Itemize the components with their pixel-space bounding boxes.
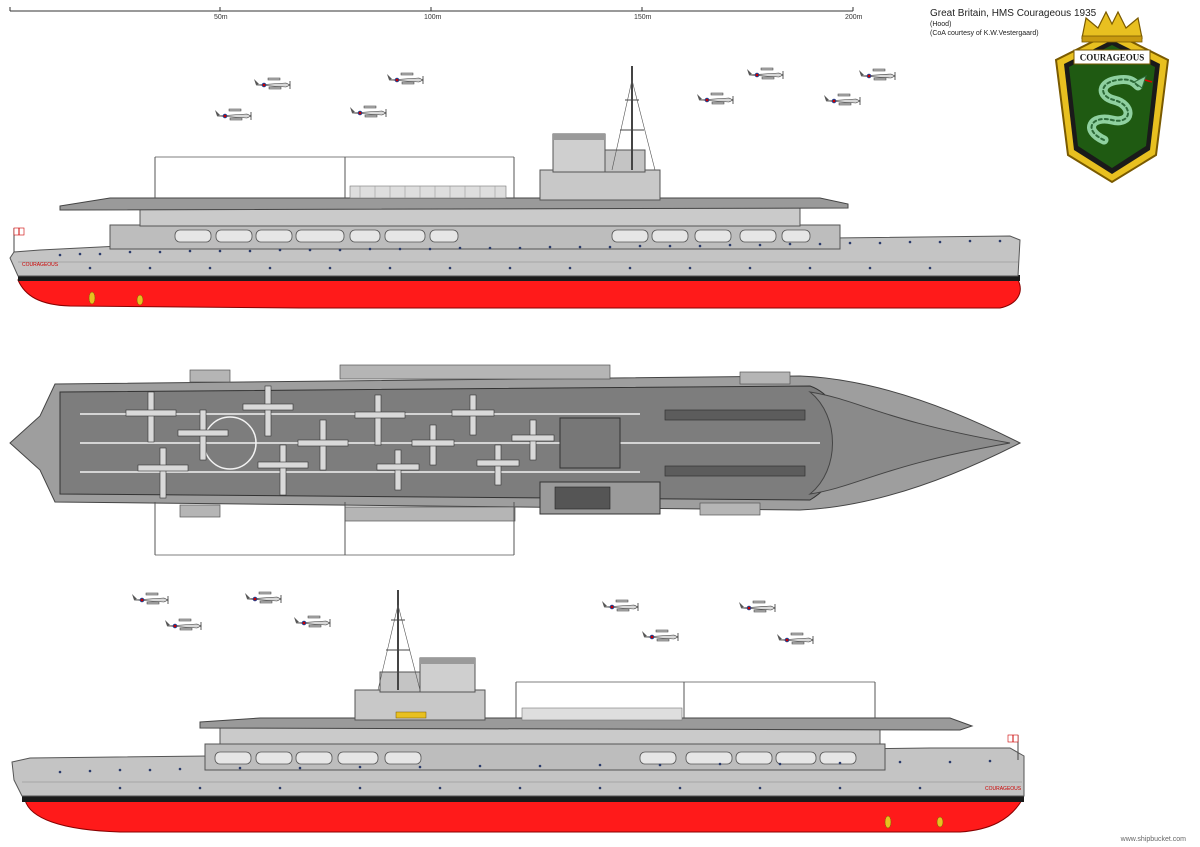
- aircraft-icon: [294, 615, 331, 628]
- plan-view: [9, 364, 1022, 556]
- scale-label-150: 150m: [634, 14, 652, 21]
- aircraft-icon: [642, 629, 679, 642]
- watermark: www.shipbucket.com: [1120, 836, 1186, 843]
- aircraft-icon: [245, 591, 282, 604]
- aircraft-icon: [859, 68, 896, 81]
- scale-label-100: 100m: [424, 14, 442, 21]
- aircraft-layer: [132, 67, 896, 645]
- stern-name-port: COURAGEOUS: [985, 786, 1022, 792]
- propeller-icon: [88, 291, 144, 306]
- aircraft-icon: [215, 108, 252, 121]
- drawing-title: Great Britain, HMS Courageous 1935: [930, 8, 1097, 19]
- scale-bar: 50m 100m 150m 200m: [9, 7, 863, 21]
- crest-motto: COURAGEOUS: [1080, 53, 1145, 63]
- aircraft-icon: [824, 93, 861, 106]
- aircraft-icon: [254, 77, 291, 90]
- aircraft-icon: [739, 600, 776, 613]
- aircraft-icon: [165, 618, 202, 631]
- stern-name: COURAGEOUS: [22, 262, 59, 268]
- ensign-flag-icon: [1007, 734, 1019, 760]
- aircraft-icon: [387, 72, 424, 85]
- aircraft-icon: [602, 599, 639, 612]
- drawing-subtitle: (Hood): [930, 21, 952, 28]
- scale-label-50: 50m: [214, 14, 228, 21]
- port-profile: COURAGEOUS: [11, 590, 1025, 833]
- aircraft-icon: [777, 632, 814, 645]
- aircraft-icon: [697, 92, 734, 105]
- scale-label-200: 200m: [845, 14, 863, 21]
- aircraft-icon: [747, 67, 784, 80]
- aircraft-icon: [350, 105, 387, 118]
- starboard-profile: COURAGEOUS: [9, 66, 1021, 309]
- ensign-flag-icon: [13, 227, 25, 252]
- crest-icon: COURAGEOUS: [1054, 10, 1170, 184]
- aircraft-icon: [132, 592, 169, 605]
- propeller-icon: [884, 815, 944, 829]
- drawing-credit: (CoA courtesy of K.W.Vestergaard): [930, 30, 1039, 37]
